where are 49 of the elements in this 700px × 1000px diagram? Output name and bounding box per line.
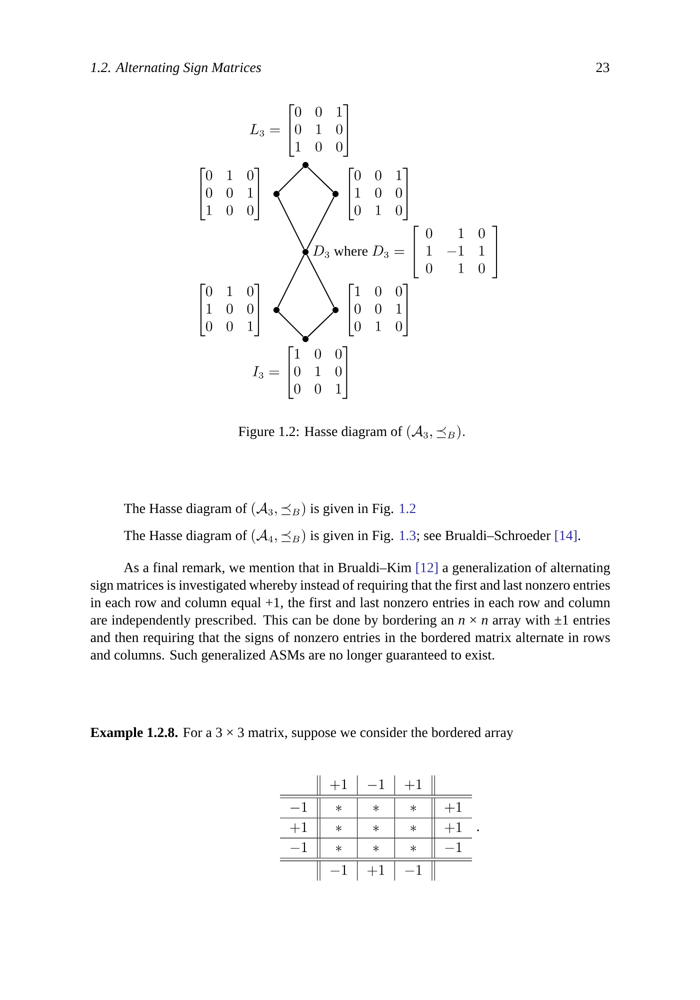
hasse-line [306, 254, 334, 308]
label: $-1$ [445, 842, 462, 852]
example-heading: Example 1.2.8. For a 3 × 3 matrix, suppose we consider the bordered array [90, 727, 514, 740]
page-number: 23 [596, 62, 610, 72]
punctuation-mark: . [477, 830, 479, 832]
label: $+1$ [367, 865, 384, 876]
matrix-label: $I_3 = \begin{bmatrix} 1 & 0 & 0 \\ 0 & 1 & 0 \\ 0 & 0 & 1 \end{bmatrix}$ [252, 346, 348, 399]
label: $*$ [373, 845, 379, 852]
label: $+1$ [444, 802, 462, 814]
label: $+1$ [444, 822, 462, 834]
hasse-line [278, 254, 304, 308]
label: $+1$ [290, 822, 307, 834]
running-head: 1.2. Alternating Sign Matrices [90, 62, 261, 75]
label: $*$ [336, 845, 342, 852]
reference-link: [14] [555, 530, 576, 542]
label: $-1$ [330, 865, 347, 875]
matrix-label: $L_3 = \begin{bmatrix} 0 & 0 & 1 \\ 0 & 1 & 0 \\ 1 & 0 & 0 \end{bmatrix}$ [250, 104, 348, 157]
reference-link: 1.2 [400, 504, 416, 514]
label: $-1$ [368, 779, 384, 790]
matrix-label: $\begin{bmatrix} 1 & 0 & 0 \\ 0 & 0 & 1 \\ 0 & 1 & 0 \end{bmatrix}$ [349, 284, 408, 336]
label: $-1$ [290, 842, 307, 852]
label: $*$ [410, 825, 416, 832]
figure-caption: $\text{Figure 1.2: Hasse diagram of } (\mathcal{A}_3, \preceq_B).$ [238, 425, 465, 440]
label: $*$ [336, 825, 342, 832]
bordered-array-table: $+1$ $-1$ $+1$ $-1$ $*$ $*$ $*$ $+1$ $+1$ $*$ $*$ $*$ $+1$ $-1$ $*$ $*$ $*$ $-1$ $-1$ $+1$ $-1$ [280, 775, 472, 881]
label: $*$ [336, 805, 342, 812]
hasse-line [278, 196, 304, 250]
sentence: The Hasse diagram of $(\mathcal{A}_4, \preceq_B)$ is given in Fig. 1.3; see Brualdi–Schroeder [14]. [124, 529, 580, 544]
reference-link: [12] [416, 562, 438, 574]
label: $*$ [410, 845, 416, 852]
matrix-label: $\begin{bmatrix} 0 & 1 & 0 \\ 1 & 0 & 0 \\ 0 & 0 & 1 \end{bmatrix}$ [200, 284, 259, 336]
label: $+1$ [330, 779, 347, 790]
hasse-line [308, 166, 334, 192]
reference-link: 1.3 [400, 530, 416, 540]
paragraph: As a final remark, we mention that in Brualdi–Kim [12] a generalization of alternating sign matrices is investigated whereby instead of requiring that the first and last nonzero entries in each row and column equal +1, the first and last nonzero entries in each row and column are independently prescribed. This can be done by bordering an n × n array with ±1 entries and then requiring that the signs of nonzero entries in the bordered matrix alternate in rows and columns. Such generalized ASMs are no longer guaranteed to exist. [90, 562, 610, 662]
matrix-label: $\begin{bmatrix} 0 & 0 & 1 \\ 1 & 0 & 0 \\ 0 & 1 & 0 \end{bmatrix}$ [349, 168, 408, 220]
label: $*$ [373, 805, 379, 812]
matrix-label: $D_3 \text{ where } D_3 = \left[\begin{array}{crc} 0 & 1 & 0 \\ 1 & -1 & 1 \\ 0 & 1 & 0 \end{array}\right]$ [312, 226, 498, 278]
label: $-1$ [290, 802, 307, 812]
hasse-line [278, 312, 304, 338]
label: $*$ [410, 805, 416, 812]
hasse-line [308, 312, 334, 338]
matrix-label: $\begin{bmatrix} 0 & 1 & 0 \\ 0 & 0 & 1 \\ 1 & 0 & 0 \end{bmatrix}$ [200, 168, 259, 220]
label: $+1$ [404, 779, 422, 790]
hasse-line [306, 196, 334, 250]
sentence: The Hasse diagram of $(\mathcal{A}_3, \preceq_B)$ is given in Fig. 1.2 [124, 502, 416, 517]
hasse-line [278, 166, 304, 192]
label: $-1$ [405, 865, 422, 875]
label: $*$ [373, 825, 379, 832]
